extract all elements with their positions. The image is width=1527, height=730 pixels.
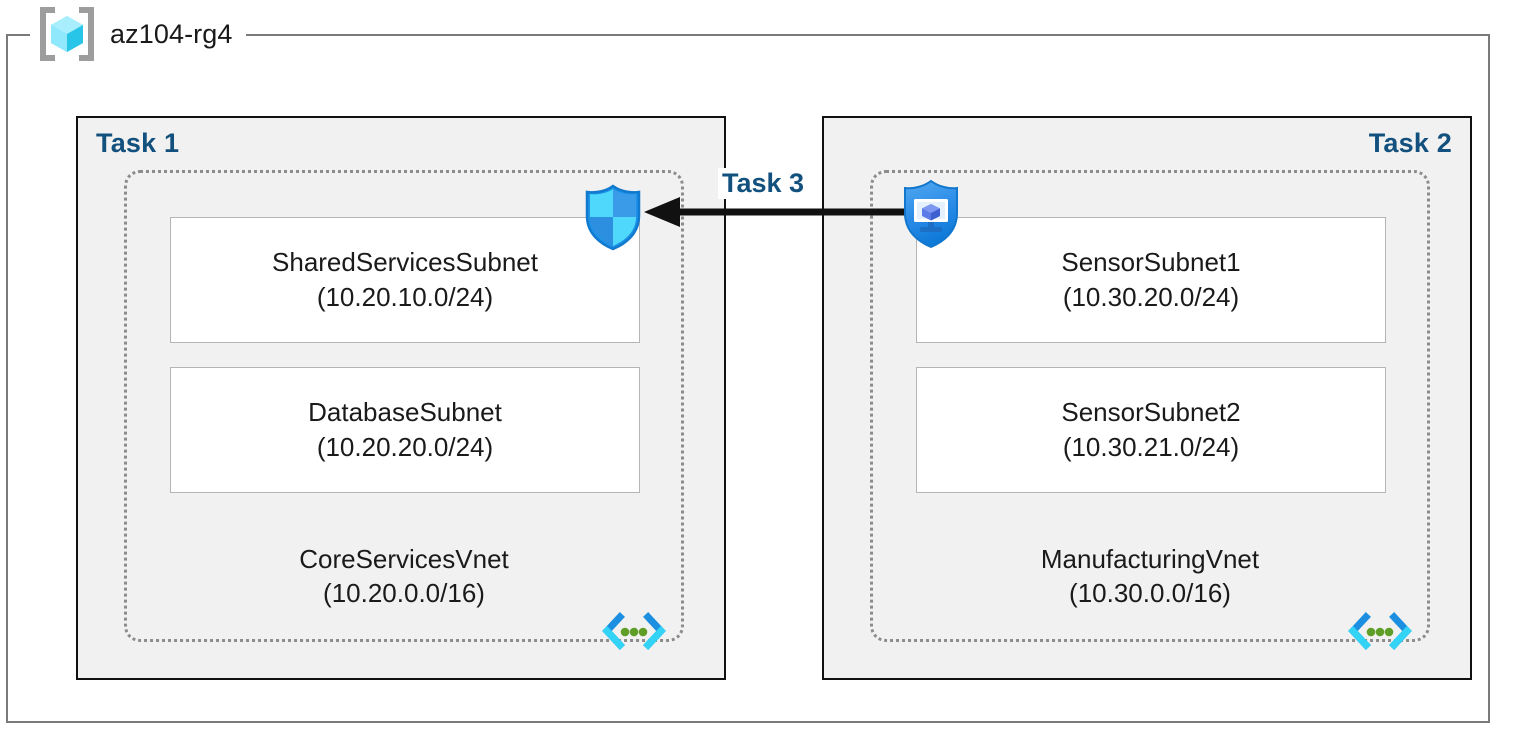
- task-2-label: Task 2: [1368, 128, 1452, 158]
- subnet-database-name: DatabaseSubnet: [308, 397, 502, 428]
- resource-group-name: az104-rg4: [110, 18, 233, 49]
- subnet-database[interactable]: DatabaseSubnet (10.20.20.0/24): [170, 367, 640, 493]
- vnet-icon: [601, 607, 667, 655]
- subnet-sensor1-cidr: (10.30.20.0/24): [1062, 282, 1240, 312]
- subnet-sensor2-cidr: (10.30.21.0/24): [1062, 432, 1240, 462]
- vnet-coreservices[interactable]: SharedServicesSubnet (10.20.10.0/24) Dat…: [124, 170, 684, 650]
- subnet-sharedservices[interactable]: SharedServicesSubnet (10.20.10.0/24): [170, 217, 640, 343]
- vnet-coreservices-name: CoreServicesVnet: [299, 543, 509, 574]
- resource-group-cube-icon: [38, 7, 96, 61]
- vnet-manufacturing[interactable]: SensorSubnet1 (10.30.20.0/24) SensorSubn…: [870, 170, 1430, 650]
- task-1-label: Task 1: [96, 128, 180, 158]
- vnet-manufacturing-cidr: (10.30.0.0/16): [1069, 578, 1231, 609]
- subnet-sensor2[interactable]: SensorSubnet2 (10.30.21.0/24): [916, 367, 1386, 493]
- subnet-sensor2-name: SensorSubnet2: [1061, 397, 1241, 428]
- resource-group-header: az104-rg4: [30, 2, 247, 66]
- vnet-coreservices-cidr: (10.20.0.0/16): [323, 578, 485, 609]
- vnet-manufacturing-name: ManufacturingVnet: [1040, 543, 1260, 574]
- subnet-sensor1-name: SensorSubnet1: [1061, 247, 1241, 278]
- task-2-box[interactable]: Task 2 SensorSubnet1 (10.30.20.0/24) Sen…: [822, 116, 1472, 680]
- vnet-coreservices-caption: CoreServicesVnet (10.20.0.0/16): [127, 542, 681, 611]
- bastion-shield-icon[interactable]: [899, 178, 963, 250]
- vnet-manufacturing-caption: ManufacturingVnet (10.30.0.0/16): [873, 542, 1427, 611]
- vnet-icon: [1347, 607, 1413, 655]
- subnet-sharedservices-cidr: (10.20.10.0/24): [316, 282, 494, 312]
- subnet-database-cidr: (10.20.20.0/24): [316, 432, 494, 462]
- subnet-sharedservices-name: SharedServicesSubnet: [272, 247, 538, 278]
- subnet-sensor1[interactable]: SensorSubnet1 (10.30.20.0/24): [916, 217, 1386, 343]
- firewall-shield-icon[interactable]: [582, 183, 644, 251]
- task-3-label: Task 3: [718, 168, 809, 199]
- resource-group-frame: [6, 34, 1490, 723]
